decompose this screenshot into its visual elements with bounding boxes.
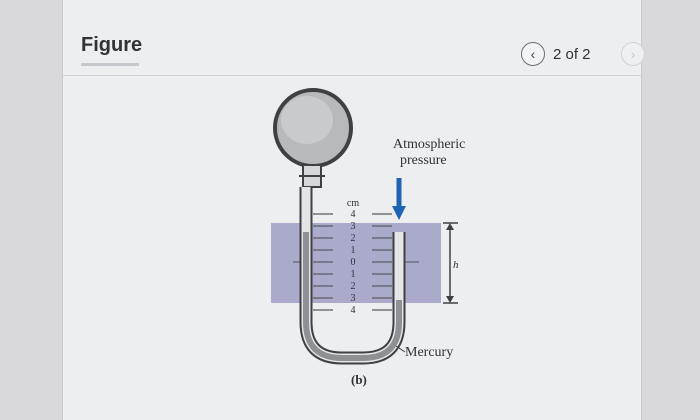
scale-tick: 3: [351, 221, 356, 232]
figure-counter: 2 of 2: [553, 46, 591, 63]
atm-label-line2: pressure: [400, 153, 447, 168]
next-figure-button[interactable]: ›: [621, 42, 645, 66]
scale-ticks-right: [372, 213, 392, 311]
height-dimension: [443, 222, 458, 304]
scale-numbers: cm 4 3 2 1 0 1 2 3 4: [347, 198, 359, 316]
chevron-right-icon: ›: [630, 46, 636, 62]
figure-header: Figure ‹ 2 of 2 ›: [63, 0, 645, 80]
scale-tick: 2: [351, 281, 356, 292]
figure-caption: (b): [351, 372, 367, 387]
scale-tick: 1: [351, 245, 356, 256]
height-arrow-up-icon: [446, 223, 454, 230]
page-title: Figure: [81, 34, 143, 56]
bulb-highlight: [281, 96, 333, 144]
height-arrow-down-icon: [446, 296, 454, 303]
scale-tick: 2: [351, 233, 356, 244]
scale-tick: 1: [351, 269, 356, 280]
mercury-leader-line: [395, 345, 406, 353]
manometer-figure: cm 4 3 2 1 0 1 2 3 4 Atmospheric pressur…: [271, 88, 465, 387]
title-underline: [81, 63, 139, 66]
chevron-left-icon: ‹: [530, 46, 536, 62]
pressure-arrow-icon: [392, 206, 406, 220]
header-divider: [63, 75, 641, 76]
figure-panel: Figure ‹ 2 of 2 ›: [62, 0, 645, 420]
shaded-band: [271, 223, 441, 303]
scale-tick: 0: [351, 257, 356, 268]
unit-label: cm: [347, 198, 359, 209]
scale-tick: 4: [351, 209, 356, 220]
scale-tick: 3: [351, 293, 356, 304]
prev-figure-button[interactable]: ‹: [521, 42, 545, 66]
height-label: h: [453, 259, 459, 271]
mercury-column: [303, 232, 402, 361]
mercury-label: Mercury: [405, 345, 453, 360]
atm-label-line1: Atmospheric: [393, 137, 465, 152]
scale-ticks-left: [313, 213, 333, 311]
scale-tick: 4: [351, 305, 356, 316]
